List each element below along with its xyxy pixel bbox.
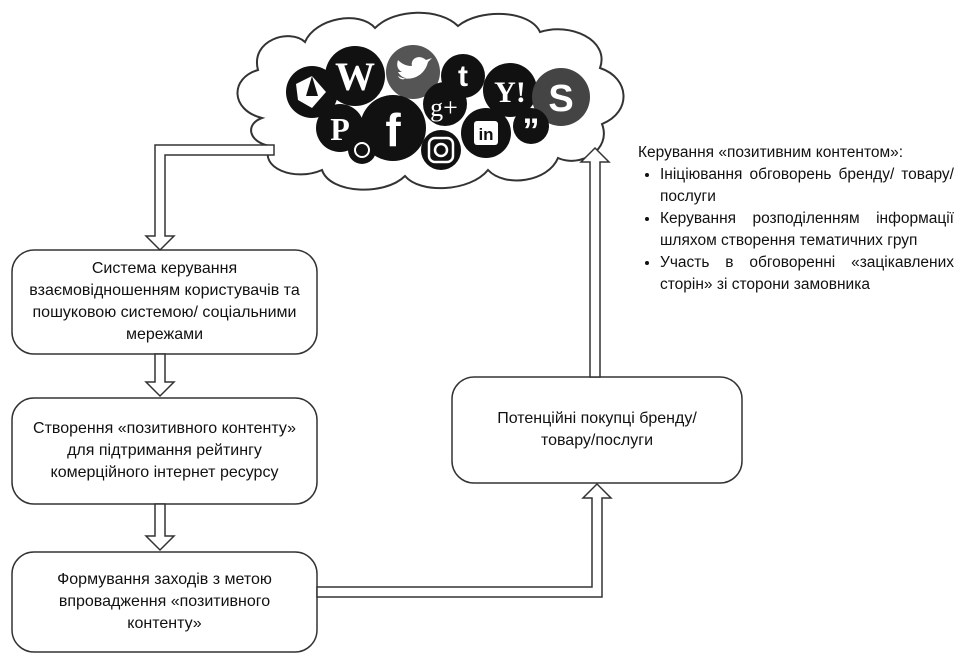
linkedin-icon: in <box>461 108 511 158</box>
management-panel: Керування «позитивним контентом»: Ініцію… <box>638 142 954 296</box>
instagram-icon <box>421 130 461 170</box>
pinterest-icon: P <box>316 104 364 152</box>
skype-icon: S <box>532 68 590 126</box>
box-create-text: Створення «позитивного контенту» для під… <box>33 420 296 481</box>
svg-text:S: S <box>548 78 573 120</box>
arrow-buyers-to-cloud <box>579 146 611 378</box>
box-crm: Система керування взаємовідношенням кори… <box>12 250 317 354</box>
svg-text:”: ” <box>523 112 540 150</box>
svg-text:t: t <box>458 60 468 93</box>
box-measures: Формування заходів з метою впровадження … <box>12 552 317 652</box>
box-buyers: Потенційні покупці бренду/ товару/послуг… <box>452 377 742 483</box>
google-plus-icon: g+ <box>423 82 467 126</box>
management-item: Ініціювання обговорень бренду/ товару/по… <box>660 164 954 208</box>
quote-icon: ” <box>513 108 549 150</box>
management-item: Участь в обговоренні «зацікавлених сторі… <box>660 252 954 296</box>
twitter-icon <box>386 45 440 99</box>
svg-text:f: f <box>385 104 401 156</box>
arrow-create-to-measures <box>144 503 176 552</box>
box-buyers-text: Потенційні покупці бренду/ товару/послуг… <box>497 410 697 449</box>
management-list: Ініціювання обговорень бренду/ товару/по… <box>638 164 954 296</box>
box-create: Створення «позитивного контенту» для під… <box>12 398 317 504</box>
arrow-measures-to-buyers <box>316 482 613 598</box>
whatsapp-icon <box>348 136 376 164</box>
facebook-icon: f <box>360 95 426 161</box>
picasa-icon <box>286 66 338 118</box>
arrow-cloud-to-crm <box>144 144 275 252</box>
management-item: Керування розподіленням інформації шляхо… <box>660 208 954 252</box>
management-title: Керування «позитивним контентом»: <box>638 144 904 161</box>
svg-text:Y!: Y! <box>494 76 526 109</box>
box-crm-text: Система керування взаємовідношенням кори… <box>29 260 300 343</box>
svg-text:in: in <box>478 125 493 144</box>
wordpress-icon: W <box>325 46 385 106</box>
svg-text:g+: g+ <box>430 93 458 122</box>
box-measures-text: Формування заходів з метою впровадження … <box>57 571 272 632</box>
box-measures-frame <box>11 551 318 653</box>
svg-text:W: W <box>335 54 375 99</box>
arrow-crm-to-create <box>144 353 176 398</box>
svg-text:P: P <box>330 111 350 147</box>
yahoo-icon: Y! <box>483 63 537 117</box>
